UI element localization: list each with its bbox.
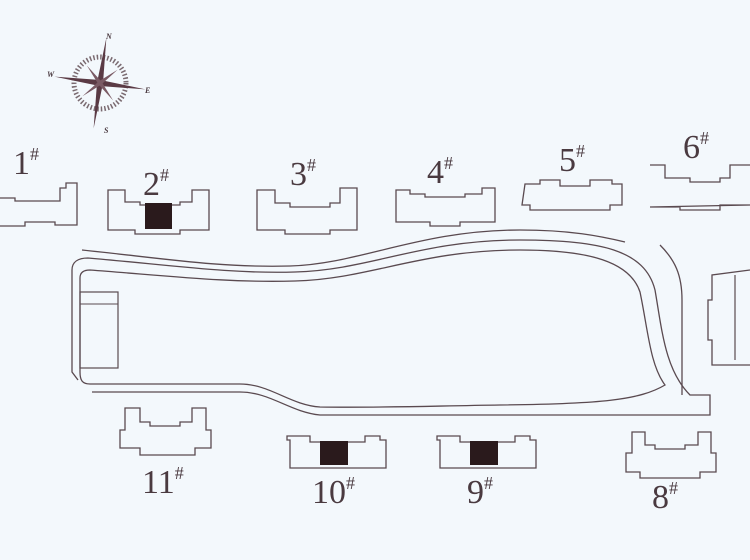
building-9[interactable]: 9# xyxy=(436,435,537,511)
road-inner-loop xyxy=(71,239,711,416)
svg-text:2#: 2# xyxy=(143,165,169,203)
compass-south: S xyxy=(104,126,109,135)
compass-east: E xyxy=(144,86,150,95)
svg-text:3#: 3# xyxy=(290,155,316,193)
building-4[interactable]: 4# xyxy=(395,153,496,227)
compass-rose-icon: N S E W xyxy=(47,32,150,135)
road-outer-top xyxy=(81,229,626,267)
svg-text:6#: 6# xyxy=(683,128,709,166)
svg-text:4#: 4# xyxy=(427,153,453,191)
svg-text:11#: 11# xyxy=(142,463,184,501)
building-5[interactable]: 5# xyxy=(521,141,623,211)
road-right-spur xyxy=(659,244,683,395)
building-8[interactable]: 8# xyxy=(625,431,717,516)
svg-text:5#: 5# xyxy=(559,141,585,179)
svg-text:9#: 9# xyxy=(467,473,493,511)
building-3[interactable]: 3# xyxy=(256,155,358,235)
building-6[interactable]: 6# xyxy=(649,128,750,211)
building-11[interactable]: 11# xyxy=(119,407,212,501)
building-10[interactable]: 10# xyxy=(286,435,387,511)
compass-west: W xyxy=(47,70,55,79)
svg-text:8#: 8# xyxy=(652,478,678,516)
svg-text:10#: 10# xyxy=(312,473,355,511)
building-label: 1 xyxy=(13,145,30,182)
compass-north: N xyxy=(105,32,113,41)
parking-lot xyxy=(79,291,119,369)
svg-text:1#: 1# xyxy=(13,144,39,182)
road-inner-ring xyxy=(79,249,666,408)
building-7[interactable] xyxy=(707,269,750,366)
building-2[interactable]: 2# xyxy=(107,165,210,235)
building-1[interactable]: 1# xyxy=(0,144,78,227)
